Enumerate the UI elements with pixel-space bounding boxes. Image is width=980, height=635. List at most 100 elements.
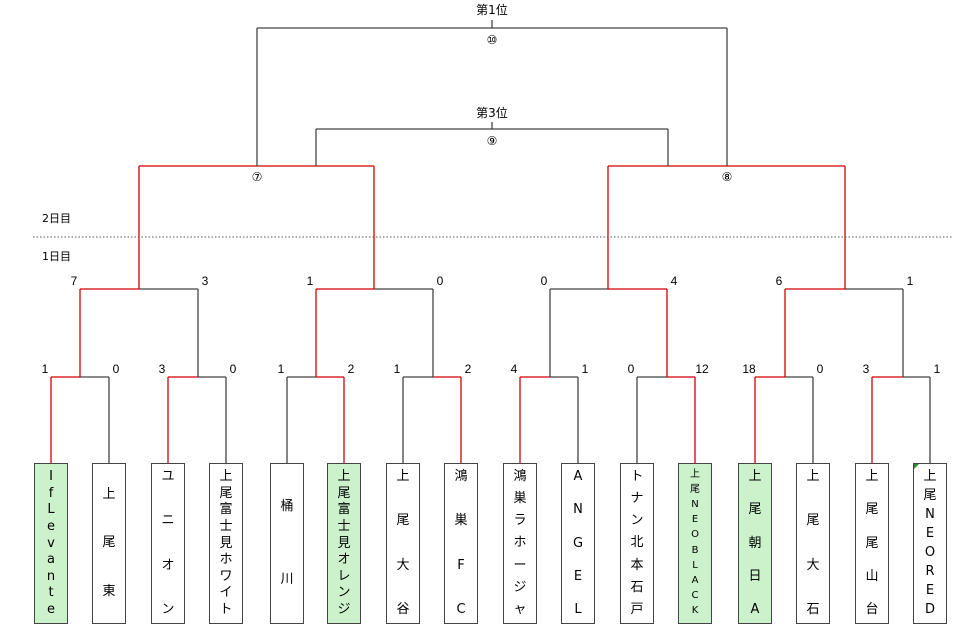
r1-score-right: 1 bbox=[934, 362, 941, 376]
r1-score-right: 1 bbox=[582, 362, 589, 376]
team-name-char: ー bbox=[513, 557, 527, 573]
team-name-char: 尾 bbox=[690, 484, 700, 496]
team-name-char: 尾 bbox=[923, 488, 937, 503]
team-name-char: E bbox=[573, 568, 583, 584]
team-name-char: 見 bbox=[219, 535, 233, 551]
team-name-char: 上 bbox=[865, 469, 879, 484]
team-box: 上尾大谷 bbox=[386, 463, 420, 624]
team-name-char: B bbox=[691, 544, 699, 556]
r1-score-right: 0 bbox=[817, 362, 824, 376]
team-box: 上尾大石 bbox=[796, 463, 830, 624]
r2-score-right: 1 bbox=[907, 274, 914, 288]
team-name-char: 日 bbox=[748, 568, 762, 584]
day1-label: 1日目 bbox=[42, 250, 71, 263]
team-name-char: 尾 bbox=[219, 485, 233, 501]
team-box: 上尾富士見オレンジ bbox=[327, 463, 361, 624]
team-name-char: ナ bbox=[630, 491, 644, 507]
team-name-char: 朝 bbox=[748, 535, 762, 551]
team-name-char: 尾 bbox=[865, 535, 879, 551]
team-name-char: A bbox=[573, 469, 583, 484]
team-name-char: E bbox=[925, 583, 935, 598]
team-name-char: 山 bbox=[865, 568, 879, 584]
team-box: 上尾東 bbox=[92, 463, 126, 624]
team-box: 上尾富士見ホワイト bbox=[209, 463, 243, 624]
team-name-char: ラ bbox=[513, 513, 527, 529]
team-name-char: ホ bbox=[513, 535, 527, 551]
team-name-char: ン bbox=[630, 513, 644, 529]
team-name-char: C bbox=[456, 601, 466, 617]
team-name-char: A bbox=[691, 574, 699, 586]
team-name-char: 川 bbox=[280, 572, 294, 587]
r1-score-left: 1 bbox=[42, 362, 49, 376]
team-name-char: レ bbox=[337, 568, 351, 584]
team-name-char: ニ bbox=[161, 513, 175, 529]
r2-score-right: 0 bbox=[437, 274, 444, 288]
team-name-char: ホ bbox=[219, 552, 233, 568]
team-name-char: オ bbox=[337, 552, 351, 568]
team-name-char: 見 bbox=[337, 535, 351, 551]
r2-score-left: 1 bbox=[307, 274, 314, 288]
team-name-char: ャ bbox=[513, 601, 527, 617]
team-name-char: ト bbox=[630, 469, 644, 484]
team-name-char: t bbox=[48, 585, 54, 601]
bracket-lines bbox=[33, 20, 952, 463]
team-name-char: 富 bbox=[219, 502, 233, 518]
r1-score-right: 2 bbox=[465, 362, 472, 376]
team-name-char: 石 bbox=[806, 601, 820, 617]
team-name-char: 巣 bbox=[513, 491, 527, 507]
team-name-char: ン bbox=[337, 585, 351, 601]
team-name-char: D bbox=[924, 602, 935, 617]
team-name-char: 上 bbox=[219, 469, 233, 484]
team-name-char: 桶 bbox=[280, 499, 294, 514]
team-name-char: 鴻 bbox=[513, 469, 527, 484]
r1-score-left: 1 bbox=[278, 362, 285, 376]
team-name-char: G bbox=[572, 535, 584, 551]
team-name-char: L bbox=[692, 559, 698, 571]
team-name-char: e bbox=[47, 602, 55, 617]
team-name-char: 東 bbox=[102, 584, 116, 600]
day2-label: 2日目 bbox=[42, 212, 71, 225]
team-name-char: ジ bbox=[337, 602, 351, 617]
r2-score-right: 4 bbox=[671, 274, 678, 288]
r1-score-left: 3 bbox=[159, 362, 166, 376]
r1-score-right: 0 bbox=[113, 362, 120, 376]
team-name-char: 上 bbox=[337, 469, 351, 484]
team-name-char: v bbox=[47, 535, 55, 551]
comment-marker-icon bbox=[914, 464, 919, 469]
r2-score-right: 3 bbox=[202, 274, 209, 288]
team-name-char: O bbox=[691, 529, 699, 541]
third-place-label: 第3位 bbox=[476, 105, 508, 120]
team-name-char: 巣 bbox=[454, 513, 468, 529]
r1-score-left: 0 bbox=[628, 362, 635, 376]
r1-score-left: 18 bbox=[742, 362, 756, 376]
team-name-char: 大 bbox=[806, 557, 820, 573]
team-name-char: ジ bbox=[513, 579, 527, 595]
team-name-char: ト bbox=[219, 602, 233, 617]
r1-score-left: 4 bbox=[511, 362, 518, 376]
team-name-char: I bbox=[49, 469, 53, 484]
r1-score-left: 1 bbox=[394, 362, 401, 376]
team-box: ユニオン bbox=[151, 463, 185, 624]
team-name-char: 尾 bbox=[865, 502, 879, 518]
team-name-char: 上 bbox=[690, 469, 700, 480]
team-name-char: イ bbox=[219, 585, 233, 601]
team-name-char: 上 bbox=[923, 469, 937, 484]
r2-score-left: 7 bbox=[71, 274, 78, 288]
team-name-char: N bbox=[925, 507, 935, 522]
team-name-char: N bbox=[573, 502, 583, 518]
team-name-char: ユ bbox=[161, 469, 175, 484]
team-name-char: 谷 bbox=[396, 601, 410, 617]
team-name-char: E bbox=[691, 514, 699, 526]
r1-score-right: 2 bbox=[348, 362, 355, 376]
team-name-char: 富 bbox=[337, 502, 351, 518]
team-name-char: f bbox=[48, 485, 54, 501]
team-name-char: 上 bbox=[806, 469, 820, 484]
team-name-char: 本 bbox=[630, 557, 644, 573]
team-name-char: N bbox=[691, 499, 699, 511]
